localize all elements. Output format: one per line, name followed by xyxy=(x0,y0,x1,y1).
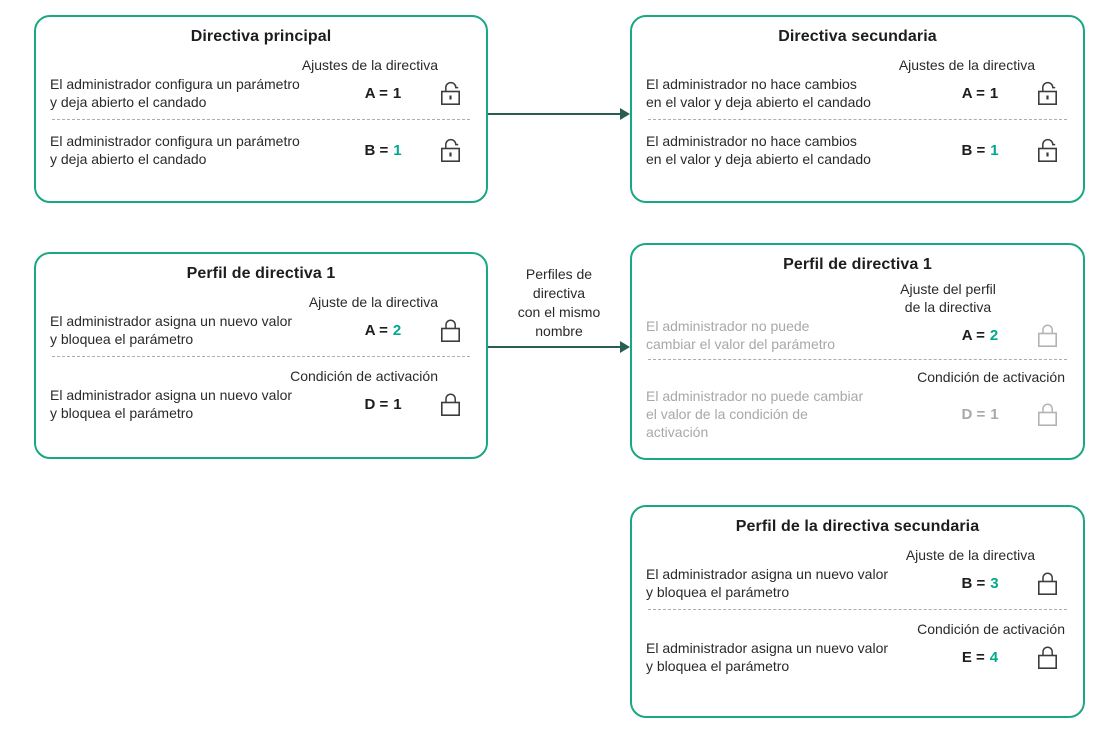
section-description: El administrador configura un parámetro … xyxy=(50,76,300,110)
parameter-number: 2 xyxy=(392,321,402,339)
section-divider xyxy=(52,119,470,120)
policy-setting-section: Ajuste de la directiva El administrador … xyxy=(50,293,472,348)
section-description: El administrador no hace cambios en el v… xyxy=(646,76,871,110)
parameter-value: A =2 xyxy=(935,327,1025,344)
section-header: Condición de activación xyxy=(290,368,438,384)
parameter-value: D =1 xyxy=(935,406,1025,423)
parameter-name: D = xyxy=(961,405,986,423)
activation-condition-section: Condición de activación El administrador… xyxy=(646,368,1069,441)
inheritance-arrow xyxy=(488,108,630,120)
parameter-name: A = xyxy=(961,326,985,344)
open-lock-icon xyxy=(1037,138,1057,162)
parameter-number: 4 xyxy=(989,648,999,666)
parameter-value: B =3 xyxy=(935,575,1025,592)
parameter-value: A =2 xyxy=(338,322,428,339)
section-divider xyxy=(648,359,1067,360)
box-title: Perfil de directiva 1 xyxy=(783,256,932,273)
section-description: El administrador no puede cambiar el val… xyxy=(646,388,864,440)
flow-label: Perfiles de directiva con el mismo nombr… xyxy=(517,266,601,339)
lock-column xyxy=(428,80,472,107)
parameter-name: A = xyxy=(364,321,388,339)
lock-column xyxy=(428,317,472,344)
closed-lock-icon xyxy=(1037,403,1057,426)
section-description: El administrador configura un parámetro … xyxy=(50,133,300,167)
open-lock-icon xyxy=(440,81,460,105)
parameter-number: 1 xyxy=(990,405,999,423)
section-description: El administrador asigna un nuevo valor y… xyxy=(50,387,293,421)
closed-lock-icon xyxy=(440,393,460,416)
parameter-name: A = xyxy=(961,84,985,102)
parameter-number: 1 xyxy=(989,84,999,102)
section-header: Ajuste de la directiva xyxy=(308,294,438,310)
policy-setting-section: Ajuste de la directiva El administrador … xyxy=(646,546,1069,601)
box-title: Directiva principal xyxy=(190,28,332,45)
parameter-number: 3 xyxy=(990,574,999,592)
activation-condition-section: Condición de activación El administrador… xyxy=(50,367,472,422)
policy-setting-section: Ajuste del perfil de la directiva El adm… xyxy=(646,280,1069,353)
parameter-value: B =1 xyxy=(338,142,428,159)
section-description: El administrador no hace cambios en el v… xyxy=(646,133,871,167)
closed-lock-icon xyxy=(440,319,460,342)
main-policy-box: Directiva principal Ajustes de la direct… xyxy=(34,15,488,203)
parameter-number: 1 xyxy=(392,84,402,102)
secondary-policy-profile-box: Perfil de la directiva secundaria Ajuste… xyxy=(630,505,1085,718)
closed-lock-icon xyxy=(1037,572,1057,595)
policy-setting-section: El administrador configura un parámetro … xyxy=(50,132,472,168)
parameter-number: 1 xyxy=(393,395,402,413)
lock-column xyxy=(1025,401,1069,428)
parameter-name: B = xyxy=(961,574,986,592)
open-lock-icon xyxy=(440,138,460,162)
section-header: Ajustes de la directiva xyxy=(898,57,1035,73)
parameter-name: A = xyxy=(364,84,388,102)
activation-condition-section: Condición de activación El administrador… xyxy=(646,620,1069,675)
parameter-value: E =4 xyxy=(935,649,1025,666)
policy-profile-1-secondary-box: Perfil de directiva 1 Ajuste del perfil … xyxy=(630,243,1085,460)
closed-lock-icon xyxy=(1037,324,1057,347)
lock-column xyxy=(1025,570,1069,597)
open-lock-icon xyxy=(1037,81,1057,105)
lock-column xyxy=(1025,80,1069,107)
section-divider xyxy=(648,609,1067,610)
parameter-number: 1 xyxy=(990,141,999,159)
parameter-name: B = xyxy=(364,141,389,159)
parameter-name: E = xyxy=(961,648,985,666)
lock-column xyxy=(1025,322,1069,349)
parameter-value: D =1 xyxy=(338,396,428,413)
secondary-policy-box: Directiva secundaria Ajustes de la direc… xyxy=(630,15,1085,203)
lock-column xyxy=(428,391,472,418)
box-title: Perfil de directiva 1 xyxy=(186,265,336,282)
section-header: Condición de activación xyxy=(917,369,1065,385)
parameter-number: 2 xyxy=(989,326,999,344)
parameter-name: D = xyxy=(364,395,389,413)
section-description: El administrador asigna un nuevo valor y… xyxy=(646,640,889,674)
parameter-value: B =1 xyxy=(935,142,1025,159)
parameter-value: A =1 xyxy=(935,85,1025,102)
parameter-value: A =1 xyxy=(338,85,428,102)
box-title: Directiva secundaria xyxy=(778,28,937,45)
inheritance-arrow xyxy=(488,341,630,353)
section-description: El administrador asigna un nuevo valor y… xyxy=(646,566,889,600)
section-header: Condición de activación xyxy=(917,621,1065,637)
section-header: Ajustes de la directiva xyxy=(301,57,438,73)
section-header: Ajuste de la directiva xyxy=(905,547,1035,563)
section-description: El administrador asigna un nuevo valor y… xyxy=(50,313,293,347)
policy-profile-1-box: Perfil de directiva 1 Ajuste de la direc… xyxy=(34,252,488,459)
lock-column xyxy=(428,137,472,164)
box-title: Perfil de la directiva secundaria xyxy=(735,518,980,535)
section-divider xyxy=(52,356,470,357)
parameter-name: B = xyxy=(961,141,986,159)
section-description: El administrador no puede cambiar el val… xyxy=(646,318,836,352)
section-divider xyxy=(648,119,1067,120)
section-header: Ajuste del perfil de la directiva xyxy=(900,281,996,315)
parameter-number: 1 xyxy=(393,141,402,159)
policy-setting-section: Ajustes de la directiva El administrador… xyxy=(646,56,1069,111)
policy-setting-section: Ajustes de la directiva El administrador… xyxy=(50,56,472,111)
closed-lock-icon xyxy=(1037,646,1057,669)
policy-setting-section: El administrador no hace cambios en el v… xyxy=(646,132,1069,168)
lock-column xyxy=(1025,137,1069,164)
lock-column xyxy=(1025,644,1069,671)
